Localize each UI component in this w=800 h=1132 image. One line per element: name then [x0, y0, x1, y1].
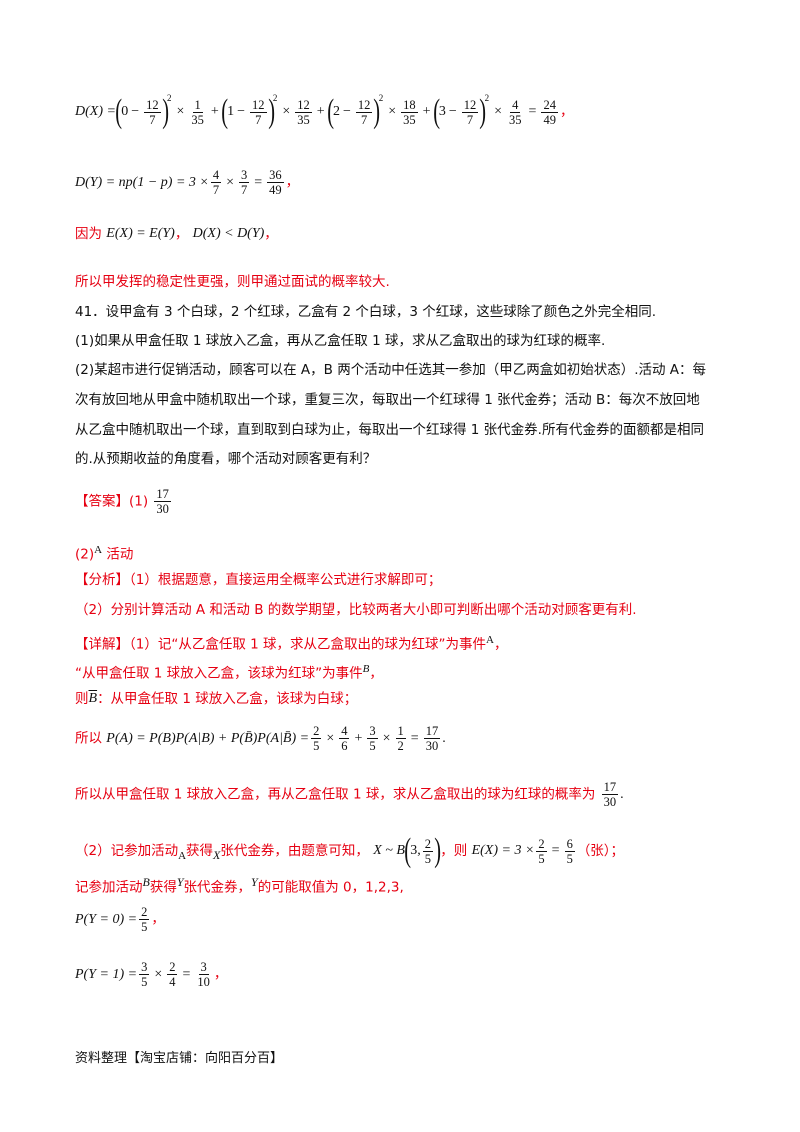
- problem-q2-line3: 从乙盒中随机取出一个球，直到取到白球为止，每取出一个红球得 1 张代金券.所有代…: [75, 422, 704, 438]
- problem-q2-line1: (2)某超市进行促销活动，顾客可以在 A，B 两个活动中任选其一参加（甲乙两盒如…: [75, 362, 707, 378]
- answer-part2: (2)A 活动: [75, 544, 134, 563]
- detail-line5: 所以从甲盒任取 1 球放入乙盒，再从乙盒任取 1 球，求从乙盒取出的球为红球的概…: [75, 780, 624, 809]
- detail-label: 【详解】: [75, 636, 129, 653]
- dy-lhs: D(Y) = np(1 − p) = 3 ×: [75, 174, 209, 190]
- analysis-line2: （2）分别计算活动 A 和活动 B 的数学期望，比较两者大小即可判断出哪个活动对…: [75, 602, 637, 618]
- problem-stem: 41．设甲盒有 3 个白球，2 个红球，乙盒有 2 个白球，3 个红球，这些球除…: [75, 304, 657, 320]
- analysis-line1: 【分析】（1）根据题意，直接运用全概率公式进行求解即可；: [75, 572, 442, 588]
- detail-line2: “从甲盒任取 1 球放入乙盒，该球为红球”为事件B，: [75, 663, 383, 682]
- analysis-label: 【分析】: [75, 572, 129, 588]
- problem-q1: (1)如果从甲盒任取 1 球放入乙盒，再从乙盒任取 1 球，求从乙盒取出的球为红…: [75, 333, 606, 349]
- detail-line7: 记参加活动B获得Y张代金券，Y的可能取值为 0，1,2,3,: [75, 875, 404, 896]
- detail-line1: 【详解】（1）记“从乙盒任取 1 球，求从乙盒取出的球为红球”为事件A，: [75, 634, 508, 653]
- answer-label: 【答案】: [75, 493, 129, 510]
- conclusion-text: 所以甲发挥的稳定性更强，则甲通过面试的概率较大.: [75, 274, 390, 290]
- page-footer: 资料整理【淘宝店铺：向阳百分百】: [75, 1051, 284, 1066]
- problem-q2-line4: 的.从预期收益的角度看，哪个活动对顾客更有利？: [75, 451, 377, 467]
- detail-line3: 则B：从甲盒任取 1 球放入乙盒，该球为白球；: [75, 691, 358, 707]
- because-line: 因为 E(X) = E(Y)， D(X) < D(Y)，: [75, 226, 278, 242]
- problem-q2-line2: 次有放回地从甲盒中随机取出一个球，重复三次，每取出一个红球得 1 张代金券；活动…: [75, 392, 700, 408]
- dx-lhs: D(X) =: [75, 104, 116, 119]
